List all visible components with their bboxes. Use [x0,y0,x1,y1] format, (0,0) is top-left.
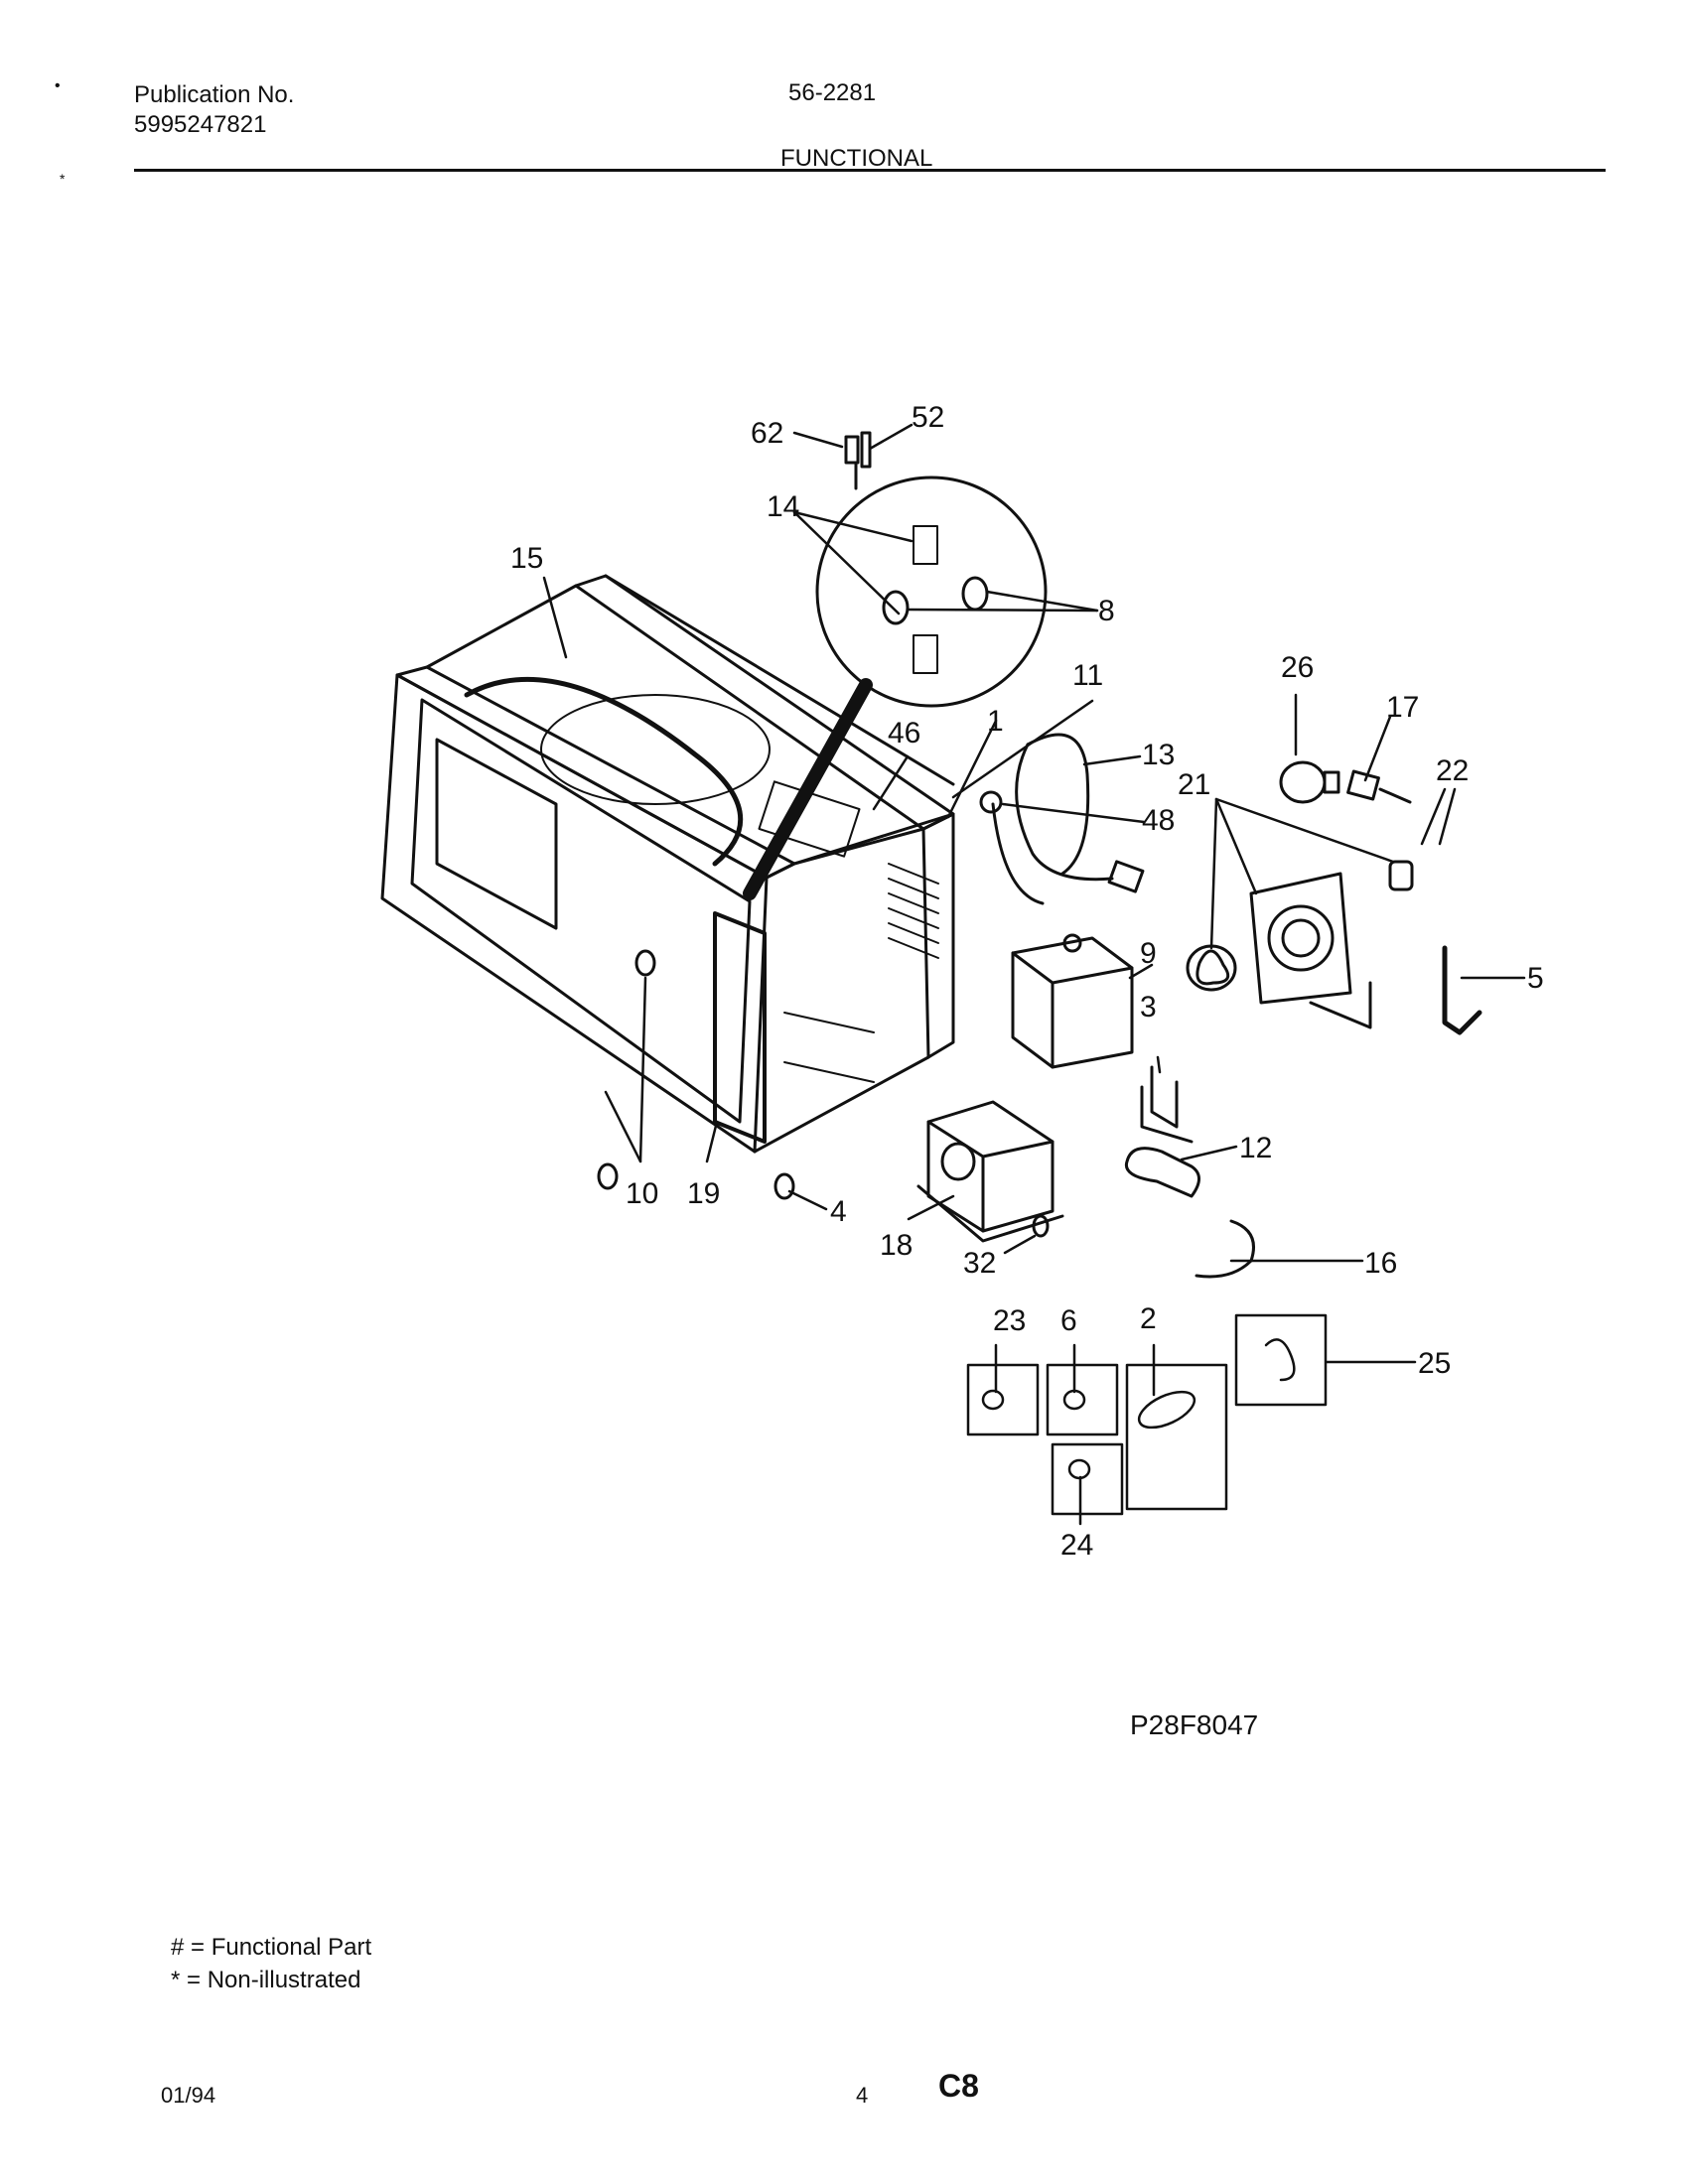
callout-48: 48 [1142,804,1175,837]
switch-detail-circle [743,476,1048,900]
callout-18: 18 [880,1229,913,1262]
lamp-assembly [1279,760,1414,891]
fan-motor-assembly [1186,872,1482,1035]
oven-cabinet [380,574,955,1154]
callout-8: 8 [1098,595,1115,627]
callout-4: 4 [830,1195,847,1228]
callout-24: 24 [1060,1529,1093,1562]
callout-11: 11 [1072,659,1103,692]
callout-3: 3 [1140,991,1157,1024]
callout-22: 22 [1436,754,1469,787]
footer-date: 01/94 [161,2083,216,2108]
section-code: C8 [938,2068,979,2104]
callout-6: 6 [1060,1304,1077,1337]
transformer [916,1100,1064,1243]
callout-13: 13 [1142,739,1175,771]
publication-number: 5995247821 [134,111,267,138]
parts-kit-boxes [966,1313,1328,1516]
callout-15: 15 [510,542,543,575]
capacitor-assembly [1124,1065,1255,1279]
bracket-part [844,431,872,490]
callout-2: 2 [1140,1302,1157,1335]
callout-labels: 62 52 14 15 8 11 1 46 13 48 26 17 21 22 … [510,401,1544,1562]
callout-32: 32 [963,1247,996,1280]
callout-1: 1 [987,705,1004,738]
callout-46: 46 [888,717,920,750]
bullet-mark: • [55,77,61,94]
callout-21: 21 [1178,768,1210,801]
figure-code: P28F8047 [1130,1709,1259,1740]
callout-26: 26 [1281,651,1314,684]
callout-14: 14 [767,490,799,523]
page-number: 4 [856,2083,869,2108]
legend-non-illustrated: * = Non-illustrated [171,1967,361,1993]
callout-12: 12 [1239,1132,1272,1164]
callout-23: 23 [993,1304,1026,1337]
callout-9: 9 [1140,937,1157,970]
callout-17: 17 [1386,691,1419,724]
callout-52: 52 [912,401,944,434]
callout-19: 19 [687,1177,720,1210]
model-number: 56-2281 [788,79,877,106]
callout-25: 25 [1418,1347,1451,1380]
callout-16: 16 [1364,1247,1397,1280]
power-cord [979,733,1145,905]
header-rule [134,169,1606,172]
magnetron [1011,933,1134,1069]
fastener-parts [597,949,1050,1238]
publication-label: Publication No. [134,81,295,108]
callout-62: 62 [751,417,783,450]
callout-10: 10 [626,1177,658,1210]
section-title: FUNCTIONAL [780,145,933,172]
asterisk-mark: * [60,171,66,187]
leader-lines [542,423,1526,1526]
callout-5: 5 [1527,962,1544,995]
legend-functional-part: # = Functional Part [171,1934,372,1961]
